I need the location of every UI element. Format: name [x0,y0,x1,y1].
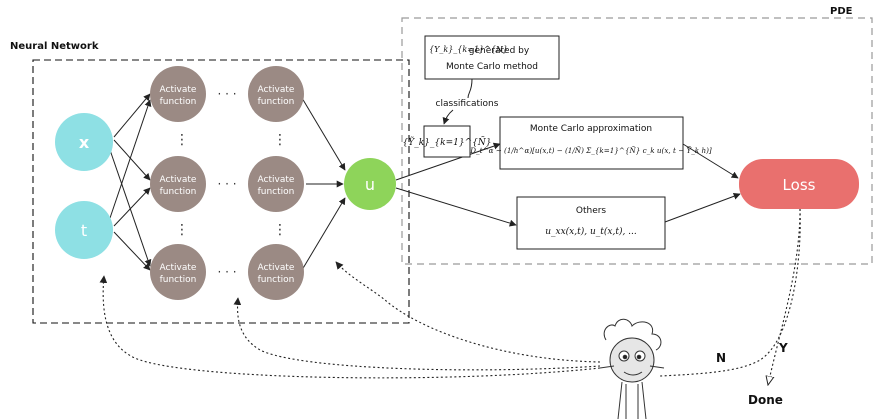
done-label: Done [748,393,783,407]
input-x-label: x [79,133,90,152]
activate-node-l2-2: Activate function [248,156,304,212]
svg-text:function: function [160,187,197,197]
others-formula: u_xx(x,t), u_t(x,t), ... [545,226,637,237]
pde-region [401,17,873,265]
ytilde-box [423,125,471,158]
feedback-paths [99,208,801,385]
input-t-label: t [81,221,87,240]
decision-yes-label: Y [778,341,788,355]
activate-node-l1-2: Activate function [150,156,206,212]
ytilde-math: {Ỹ_k}_{k=1}^{Ñ} [403,136,492,148]
generated-box [424,35,560,80]
svg-text:function: function [258,97,295,107]
svg-text:function: function [258,275,295,285]
decision-no-label: N [716,351,726,365]
svg-text:Activate: Activate [160,85,197,95]
mc-title: Monte Carlo approximation [530,124,652,134]
others-box [516,196,666,250]
thinker-figure-icon [599,318,665,419]
classifications-label: classifications [436,99,499,109]
nn-title: Neural Network [10,41,99,52]
output-u-node [344,158,396,210]
activate-node-l1-1: Activate function [150,66,206,122]
input-t-node [55,201,113,259]
loss-node [739,159,859,209]
mc-formula: D_t^α ∼ (1/h^α)[u(x,t) − (1/Ñ) Σ_{k=1}^{… [469,146,712,155]
svg-text:Activate: Activate [258,85,295,95]
svg-text:Activate: Activate [258,175,295,185]
svg-text:Activate: Activate [160,175,197,185]
svg-text:function: function [160,275,197,285]
activate-node-l2-1: Activate function [248,66,304,122]
vdots-2: ⋮ [175,222,189,238]
svg-text:Activate: Activate [160,263,197,273]
activate-node-l2-3: Activate function [248,244,304,300]
input-x-node [55,113,113,171]
vdots-4: ⋮ [273,222,287,238]
output-u-label: u [365,175,375,194]
nn-edges [109,93,346,271]
activate-node-l1-3: Activate function [150,244,206,300]
pde-title: PDE [830,6,853,17]
loss-label: Loss [783,176,816,194]
svg-text:Activate: Activate [258,263,295,273]
hdots-1: · · · [217,87,236,101]
hdots-3: · · · [217,265,236,279]
generated-line2: Monte Carlo method [446,62,538,72]
generated-math: {Y_k}_{k=1}^{N} [429,45,508,54]
generated-line1: generated by [469,46,530,56]
svg-text:function: function [258,187,295,197]
mc-box [499,116,684,170]
vdots-1: ⋮ [175,132,189,148]
others-title: Others [576,206,607,216]
vdots-3: ⋮ [273,132,287,148]
hdots-2: · · · [217,177,236,191]
svg-text:function: function [160,97,197,107]
